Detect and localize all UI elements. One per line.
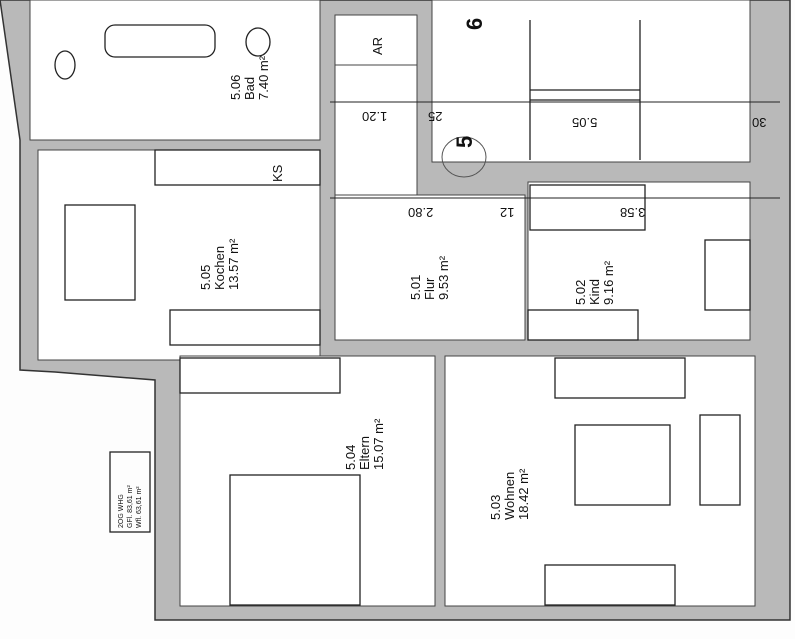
coffee-table [574, 424, 671, 506]
dim-5-05: 5.05 [572, 115, 597, 130]
ar-label: AR [370, 37, 385, 55]
stairs [529, 20, 641, 160]
unit-6-label: 6 [462, 18, 487, 30]
dim-12: 12 [500, 205, 514, 220]
dim-1-20: 1.20 [362, 109, 387, 124]
sofa [554, 357, 686, 399]
dim-3-58: 3.58 [620, 205, 645, 220]
stairwell [431, 0, 751, 163]
unit-5-label: 5 [452, 136, 477, 148]
desk-kind [704, 239, 751, 311]
wardrobe-eltern [179, 357, 341, 394]
kitchen-counter [154, 149, 321, 186]
room-wohnen [444, 355, 756, 607]
tv-board [544, 564, 676, 606]
wardrobe-kind [527, 309, 639, 341]
room-eltern-label: 5.04Eltern15.07 m² [343, 418, 386, 470]
room-flur [334, 194, 526, 341]
room-ar [334, 14, 418, 66]
kitchen-cabinets [169, 309, 321, 346]
dim-2-80: 2.80 [408, 205, 433, 220]
dim-25: 25 [428, 109, 442, 124]
bed-kind [529, 184, 646, 231]
room-kind-label: 5.02Kind9.16 m² [573, 260, 616, 305]
ks-label: KS [270, 164, 285, 182]
room-kind [527, 181, 751, 341]
room-bad-label: 5.06Bad7.40 m² [228, 55, 271, 100]
dim-30: 30 [752, 115, 766, 130]
room-wohnen-label: 5.03Wohnen18.42 m² [488, 468, 531, 520]
room-flur-label: 5.01Flur9.53 m² [408, 255, 451, 300]
toilet [54, 50, 76, 80]
unit-5-circle [441, 136, 487, 178]
dining-table [64, 204, 136, 301]
room-flur-corridor [334, 64, 418, 196]
sofa-side [699, 414, 741, 506]
bed [229, 474, 361, 606]
info-box-frame [109, 451, 151, 533]
bathtub [104, 24, 216, 58]
sink [245, 27, 271, 57]
room-eltern [179, 355, 436, 607]
room-bad [29, 0, 321, 141]
room-kochen-label: 5.05Kochen13.57 m² [198, 238, 241, 290]
